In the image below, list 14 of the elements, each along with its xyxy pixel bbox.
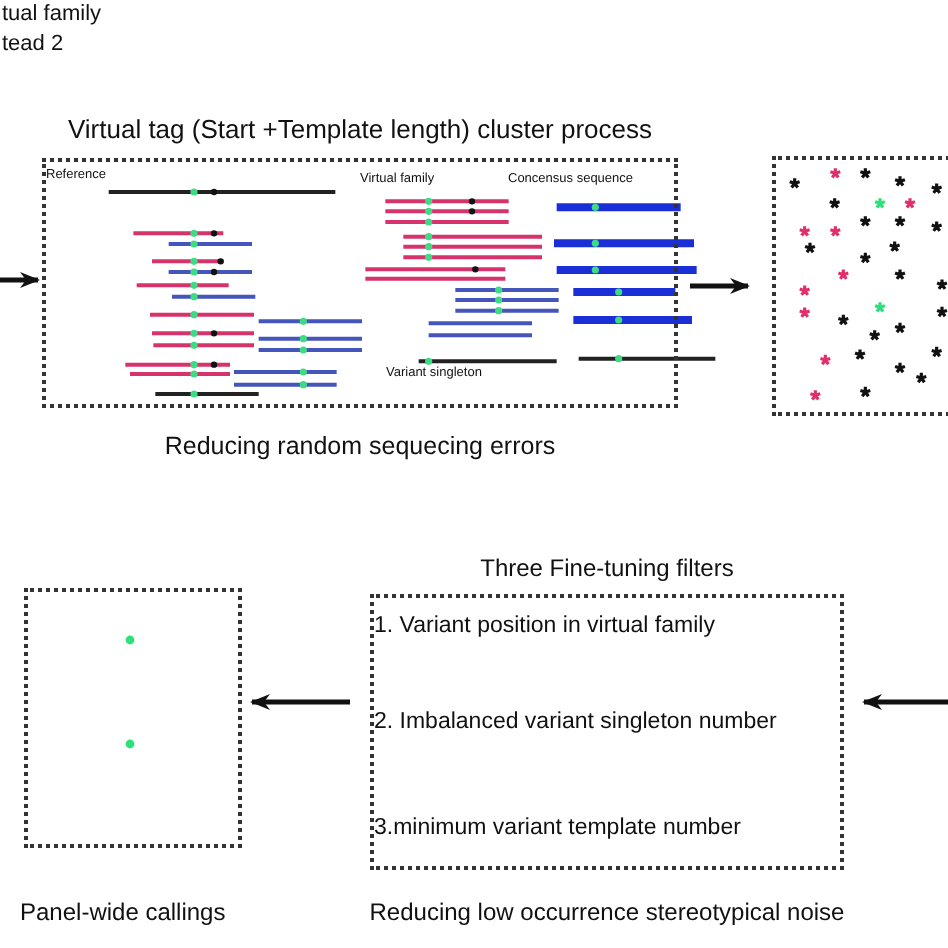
panel-caption: Reducing low occurrence stereotypical noise bbox=[367, 898, 847, 926]
filter-item: 3.minimum variant template number bbox=[374, 816, 741, 840]
filter-item: 2. Imbalanced variant singleton number bbox=[374, 710, 777, 734]
panel-caption: Panel-wide callings bbox=[20, 898, 226, 926]
fragment-text: tead 2 bbox=[2, 32, 64, 56]
panel-title: Three Fine-tuning filters bbox=[478, 554, 736, 582]
panel-title: Virtual tag (Start +Template length) cluster process bbox=[65, 114, 655, 144]
arrow bbox=[0, 272, 40, 288]
fragment-text: tual family bbox=[2, 2, 102, 26]
panel-caption: Reducing random sequecing errors bbox=[162, 432, 558, 460]
filter-item: 1. Variant position in virtual family bbox=[374, 614, 715, 638]
arrow bbox=[862, 694, 948, 710]
arrow bbox=[250, 694, 350, 710]
arrow bbox=[690, 278, 750, 294]
